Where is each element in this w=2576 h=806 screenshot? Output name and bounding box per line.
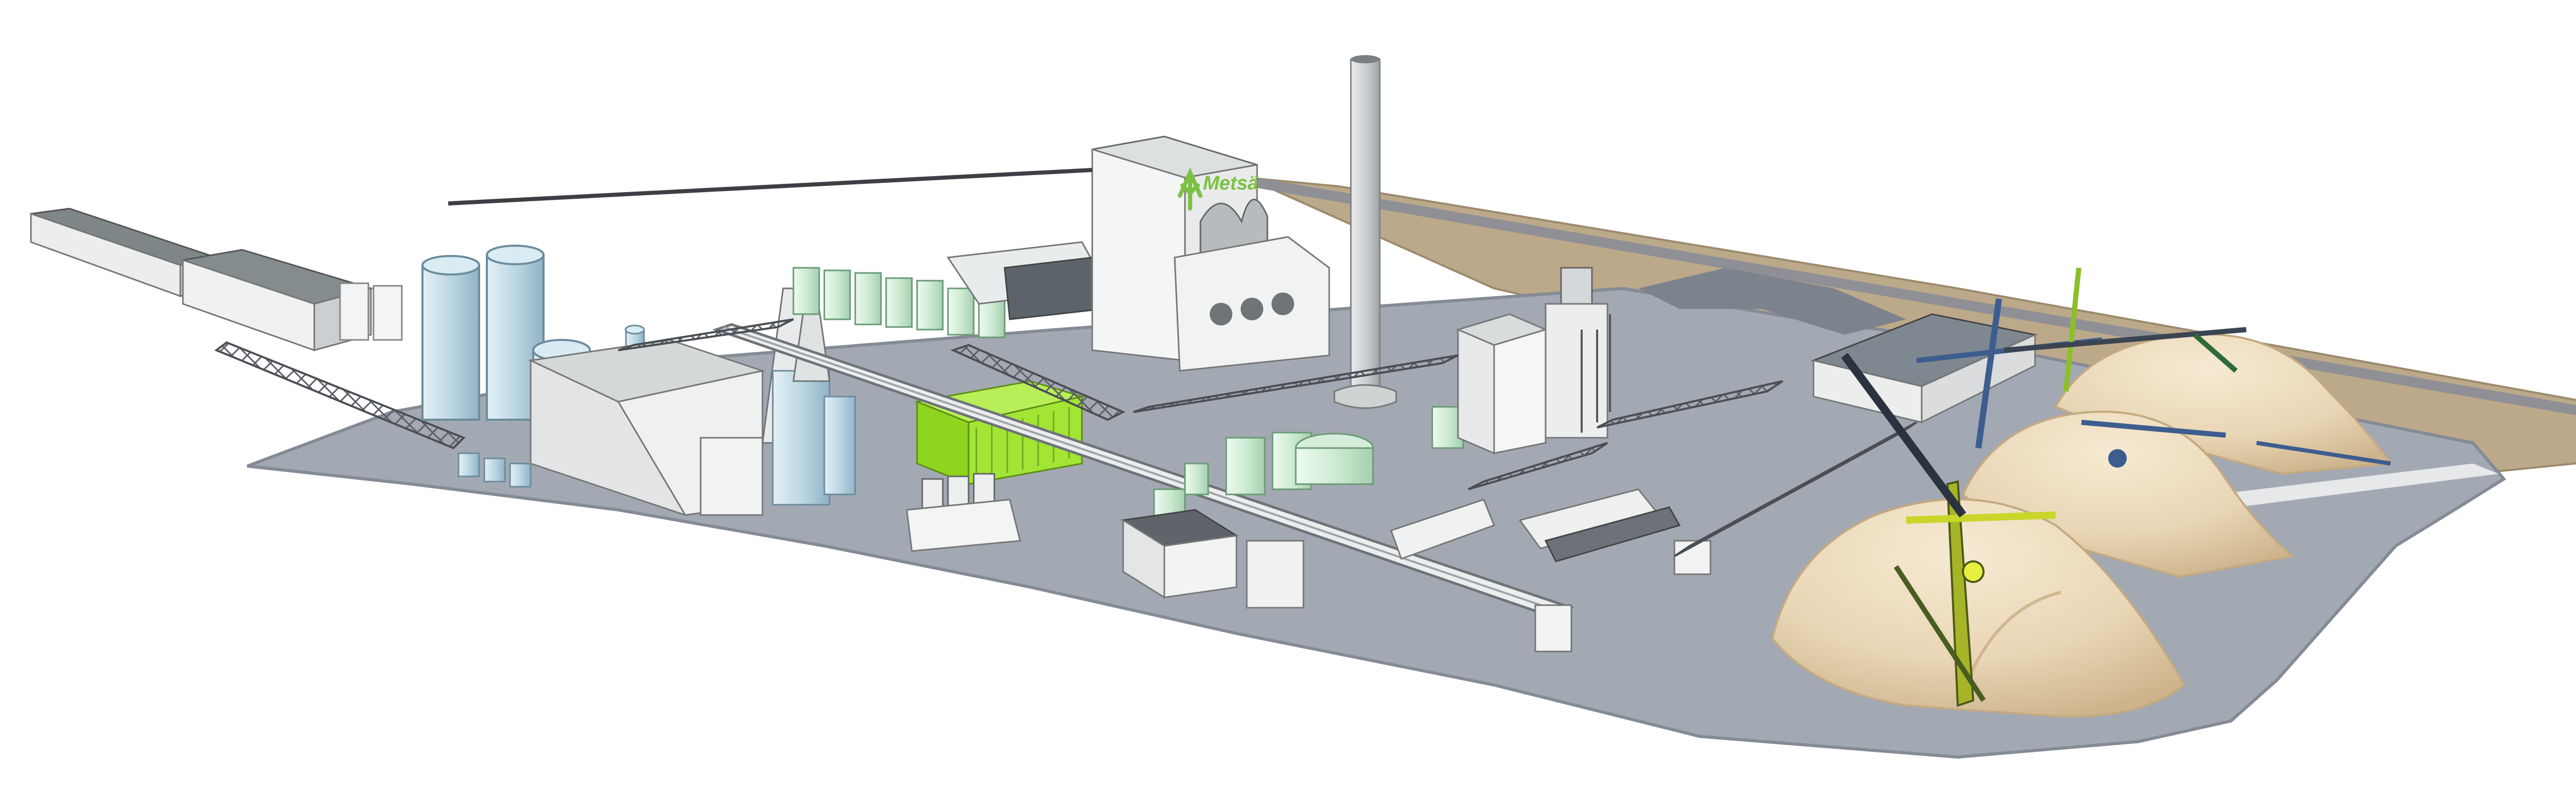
stacker-reclaimers (1841, 267, 2391, 707)
conveyor-east (618, 318, 1918, 557)
stacker-yellow-front (1946, 480, 1975, 707)
stacker-green (2063, 267, 2081, 392)
overhead-conveyor-cable (448, 168, 1093, 205)
mint-tank-row (792, 241, 1109, 338)
tree-logo-icon (1178, 167, 1202, 211)
access-road (2215, 464, 2499, 507)
stacker-blue (1975, 298, 2002, 449)
chip-pile-back (2054, 333, 2393, 475)
chip-pile-front (1771, 498, 2186, 718)
tank-blue-1 (421, 264, 480, 421)
tank-small-row (457, 452, 480, 477)
logo-brand-text: Metsä (1203, 173, 1259, 194)
chimney-stack (1333, 55, 1397, 409)
tank-white-pair (339, 282, 369, 341)
pulp-mill-block (457, 339, 766, 517)
road-loop (1638, 268, 1906, 335)
digester-cyclones (761, 287, 856, 506)
warehouse-block-2 (182, 249, 374, 352)
lower-building-row (1121, 488, 1711, 653)
brand-logo: Metsä (1178, 167, 1259, 211)
central-tanks (1153, 406, 1464, 521)
boiler-house-east (1455, 267, 1611, 455)
evaporator-tanks (906, 473, 1021, 552)
conveyor-west (214, 341, 466, 450)
power-plant-building: Metsä (1091, 135, 1330, 372)
wood-chip-piles (1771, 333, 2393, 718)
